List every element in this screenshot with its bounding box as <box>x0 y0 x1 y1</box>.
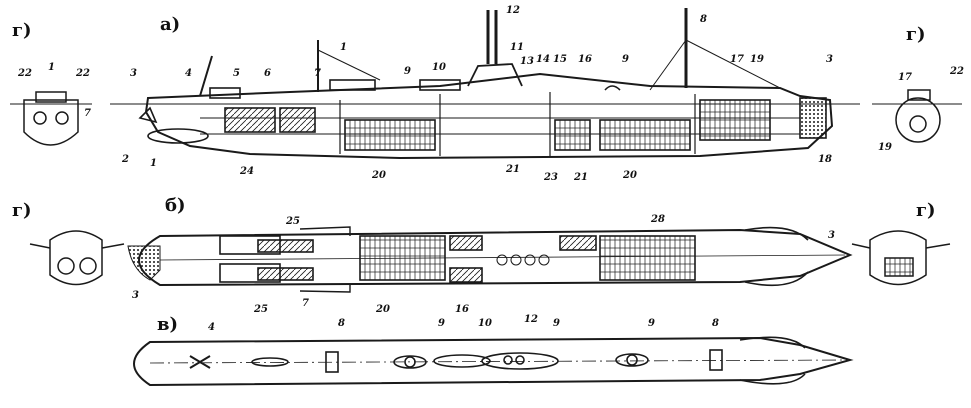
cross-section-mid-left <box>29 230 125 286</box>
callout: 7 <box>314 68 321 79</box>
callout: 11 <box>510 42 524 53</box>
callout: 3 <box>130 68 137 79</box>
callout: 9 <box>553 318 560 329</box>
callout: 5 <box>233 68 240 79</box>
callout: 22 <box>17 68 32 79</box>
panel-label-g-top-left: г) <box>12 20 32 41</box>
panel-label-g-mid-left: г) <box>12 200 32 221</box>
callout: 3 <box>826 54 833 65</box>
callout: 21 <box>505 164 520 175</box>
callout: 24 <box>239 166 254 177</box>
callout: 8 <box>712 318 719 329</box>
callout: 1 <box>150 158 157 169</box>
callouts-top: 1 2 3 4 5 6 7 9 10 11 12 13 14 15 16 9 1… <box>121 5 833 183</box>
callout: 1 <box>340 42 347 53</box>
callout: 9 <box>622 54 629 65</box>
callouts-plan: 25 28 3 3 25 7 20 16 <box>132 214 835 315</box>
panel-label-g-top-right: г) <box>906 24 926 45</box>
callout: 1 <box>48 62 55 73</box>
callout: 4 <box>208 322 215 333</box>
callout: 14 <box>536 54 550 65</box>
callout: 17 <box>898 72 912 83</box>
panel-label-v: в) <box>157 314 178 335</box>
callout: 2 <box>121 154 129 165</box>
callout: 7 <box>84 108 91 119</box>
panel-label-b: б) <box>165 195 186 216</box>
callout: 25 <box>285 216 300 227</box>
callouts-bottom: 4 8 9 10 12 9 9 8 <box>208 314 719 333</box>
callout: 10 <box>432 62 446 73</box>
cross-section-top-right <box>872 89 962 143</box>
callouts-sections: 22 1 22 7 17 22 19 <box>17 62 964 153</box>
callout: 19 <box>750 54 764 65</box>
callout: 18 <box>818 154 832 165</box>
plan-view <box>127 226 853 293</box>
callout: 10 <box>478 318 492 329</box>
callout: 13 <box>520 56 534 67</box>
callout: 9 <box>438 318 445 329</box>
callout: 3 <box>132 290 139 301</box>
callout: 8 <box>338 318 345 329</box>
callout: 7 <box>302 298 309 309</box>
callout: 4 <box>185 68 192 79</box>
callout: 17 <box>730 54 744 65</box>
deck-view <box>133 336 854 387</box>
callout: 15 <box>553 54 567 65</box>
callout: 23 <box>543 172 558 183</box>
callout: 22 <box>75 68 90 79</box>
side-elevation <box>110 8 860 160</box>
callout: 8 <box>700 14 707 25</box>
cross-section-mid-right <box>851 230 951 286</box>
panel-label-g-mid-right: г) <box>916 200 936 221</box>
callout: 9 <box>404 66 411 77</box>
callout: 20 <box>375 304 390 315</box>
cross-section-top-left <box>10 91 92 146</box>
callout: 28 <box>650 214 665 225</box>
callout: 12 <box>524 314 538 325</box>
callout: 16 <box>578 54 592 65</box>
callout: 3 <box>828 230 835 241</box>
callout: 21 <box>573 172 588 183</box>
callout: 12 <box>506 5 520 16</box>
callout: 20 <box>371 170 386 181</box>
callout: 25 <box>253 304 268 315</box>
callout: 22 <box>949 66 964 77</box>
callout: 20 <box>622 170 637 181</box>
callout: 6 <box>264 68 271 79</box>
callout: 9 <box>648 318 655 329</box>
callout: 16 <box>455 304 469 315</box>
panel-label-a: а) <box>160 14 180 35</box>
callout: 19 <box>878 142 892 153</box>
